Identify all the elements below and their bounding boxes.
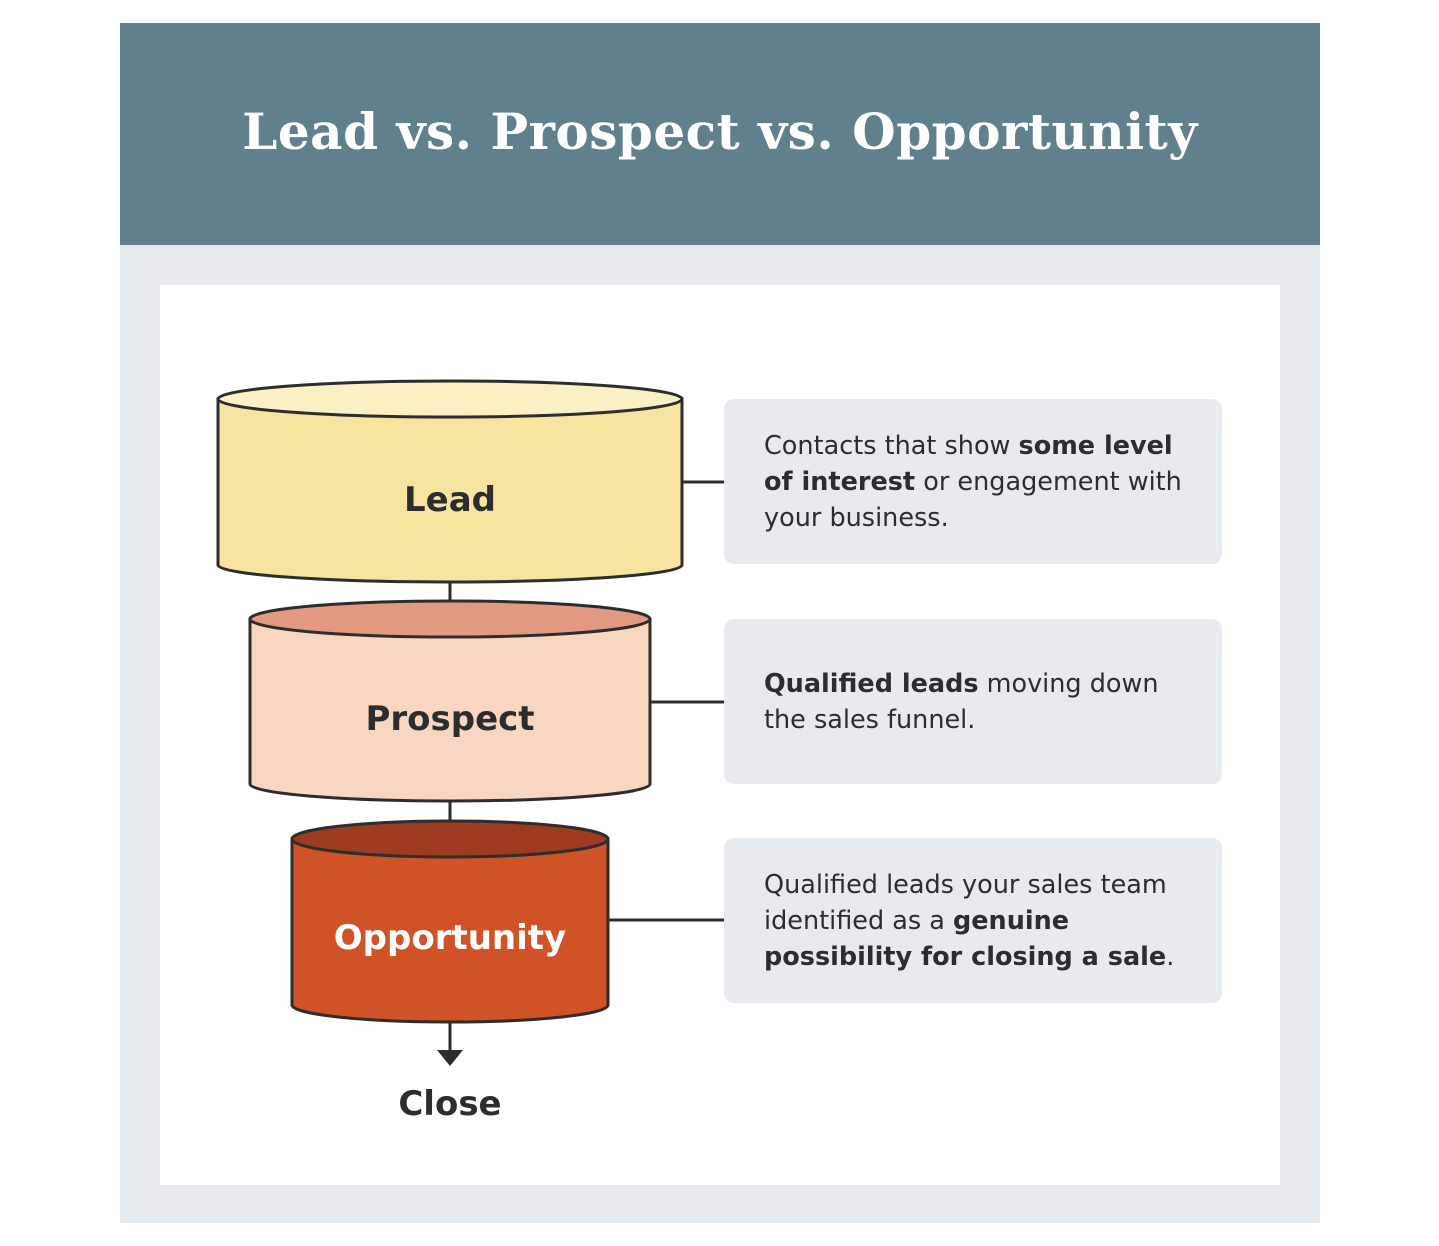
- opportunity-label: Opportunity: [334, 918, 566, 958]
- lead-description-emphasis: some level of interest: [764, 430, 1173, 497]
- opportunity-description-text: Qualified leads your sales team identifi…: [764, 869, 1167, 936]
- header-banner: Lead vs. Prospect vs. Opportunity: [120, 23, 1320, 245]
- prospect-description-text-end: moving down the sales funnel.: [764, 668, 1159, 735]
- opportunity-description: Qualified leads your sales team identifi…: [764, 867, 1186, 975]
- close-label: Close: [398, 1084, 501, 1124]
- opportunity-cylinder: Opportunity: [290, 819, 610, 1024]
- prospect-description: Qualified leads moving down the sales fu…: [764, 666, 1186, 738]
- prospect-cylinder-top: [248, 599, 652, 639]
- lead-description-text: Contacts that show: [764, 430, 1019, 461]
- opportunity-cylinder-body: [290, 837, 610, 1024]
- opportunity-description-card: Qualified leads your sales team identifi…: [724, 838, 1222, 1003]
- page-title: Lead vs. Prospect vs. Opportunity: [242, 101, 1198, 161]
- lead-label: Lead: [404, 480, 496, 520]
- opportunity-description-emphasis: genuine possibility for closing a sale: [764, 905, 1167, 972]
- lead-cylinder-top: [216, 379, 684, 419]
- lead-description-text-end: or engagement with your business.: [764, 466, 1182, 533]
- prospect-description-card: Qualified leads moving down the sales fu…: [724, 619, 1222, 784]
- opportunity-cylinder-top: [290, 819, 610, 859]
- prospect-cylinder: Prospect: [248, 599, 652, 803]
- prospect-cylinder-body: [248, 617, 652, 803]
- prospect-label: Prospect: [365, 699, 534, 739]
- lead-cylinder: Lead: [216, 379, 684, 584]
- lead-description: Contacts that show some level of interes…: [764, 428, 1186, 536]
- opportunity-description-text-end: .: [1166, 941, 1175, 972]
- arrow-down-icon: [437, 1050, 463, 1066]
- lead-description-card: Contacts that show some level of interes…: [724, 399, 1222, 564]
- prospect-description-emphasis: Qualified leads: [764, 668, 979, 699]
- lead-cylinder-body: [216, 397, 684, 584]
